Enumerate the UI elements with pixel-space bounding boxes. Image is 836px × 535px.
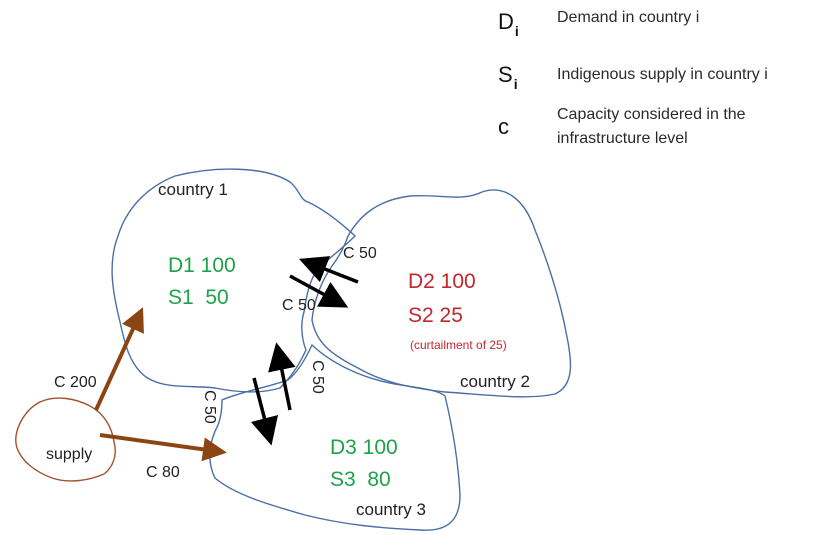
- capacity-country-1-to-country-3: C 50: [201, 390, 218, 424]
- country-2-supply: S2 25: [408, 304, 463, 327]
- country-3-region: [209, 343, 461, 531]
- supply-region: [15, 397, 116, 482]
- country-2-curtailment-note: (curtailment of 25): [410, 338, 507, 352]
- legend-capacity-symbol: c: [498, 114, 509, 139]
- country-1-supply: S1 50: [168, 286, 229, 309]
- country-1-label: country 1: [158, 180, 228, 199]
- capacity-country-1-to-country-2: C 50: [282, 297, 316, 314]
- legend-supply-description: Indigenous supply in country i: [557, 66, 768, 83]
- country-3-label: country 3: [356, 500, 426, 519]
- country-2-region: [311, 189, 572, 398]
- arrow-country-1-to-country-2: [289, 274, 349, 308]
- legend-supply-symbol: Si: [498, 62, 518, 92]
- arrow-supply-to-country-3: [99, 433, 227, 462]
- arrow-country-1-to-country-3: [250, 377, 279, 446]
- arrow-supply-to-country-1: [94, 307, 144, 411]
- capacity-country-2-to-country-1: C 50: [343, 245, 377, 262]
- country-3-supply: S3 80: [330, 468, 391, 491]
- country-3-demand: D3 100: [330, 436, 398, 459]
- country-1-demand: D1 100: [168, 254, 236, 277]
- legend-demand-description: Demand in country i: [557, 9, 700, 26]
- legend-capacity-description-line-1: Capacity considered in the: [557, 106, 746, 123]
- legend-demand-symbol: Di: [498, 9, 519, 39]
- country-2-label: country 2: [460, 372, 530, 391]
- capacity-supply-to-country-3: C 80: [146, 464, 180, 481]
- country-1-region: [111, 168, 357, 393]
- capacity-country-3-to-country-1: C 50: [309, 360, 326, 394]
- arrow-country-3-to-country-1: [268, 342, 296, 411]
- supply-label: supply: [46, 446, 93, 463]
- country-2-demand: D2 100: [408, 270, 476, 293]
- legend-capacity-description-line-2: infrastructure level: [557, 130, 688, 147]
- capacity-supply-to-country-1: C 200: [54, 374, 97, 391]
- arrow-country-2-to-country-1: [298, 256, 359, 284]
